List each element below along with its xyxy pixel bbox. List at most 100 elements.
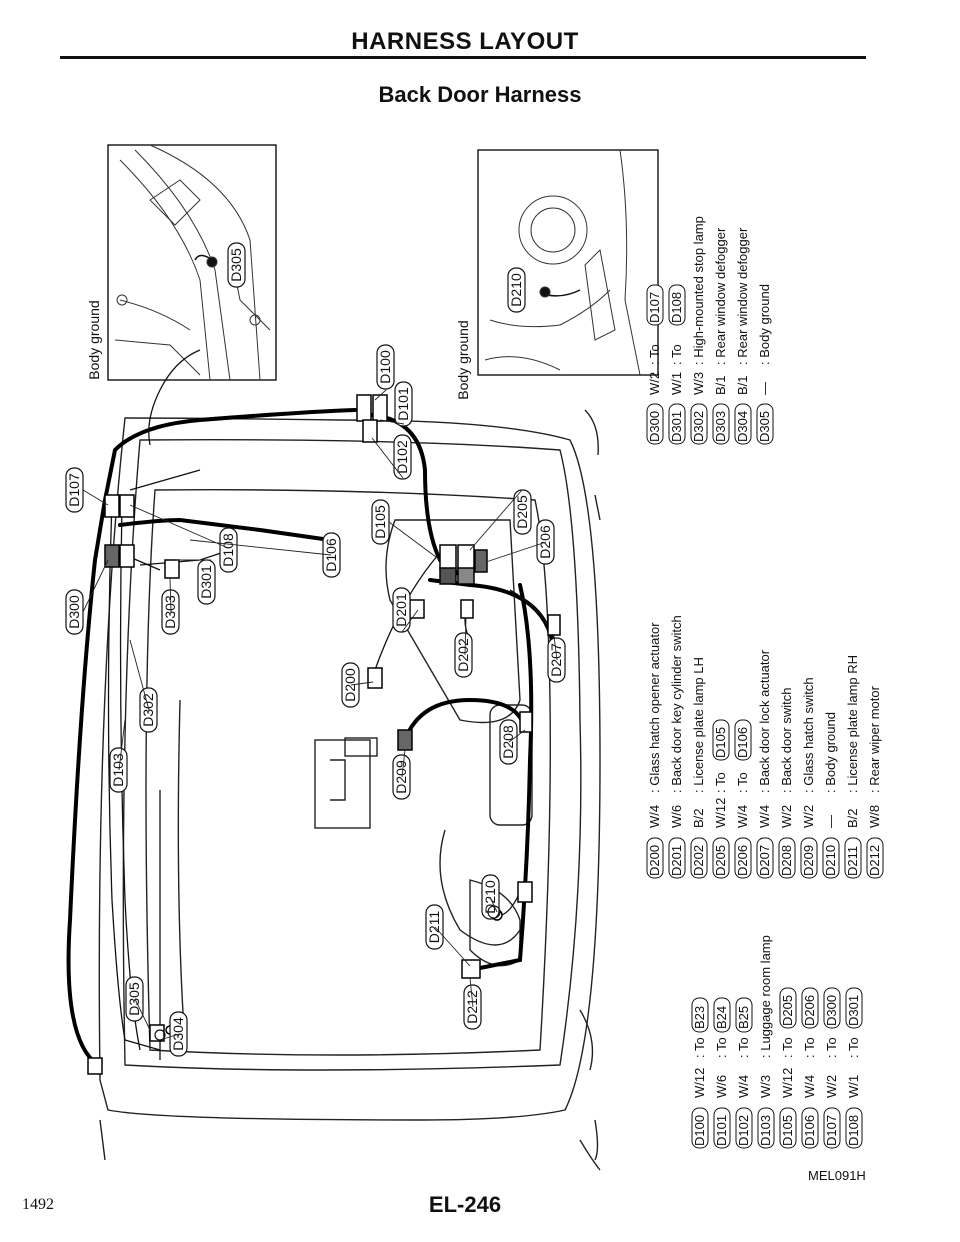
legend-spec: W/12 xyxy=(713,798,728,828)
legend-spec: W/4 xyxy=(757,805,772,828)
legend-desc: : Back door switch xyxy=(779,688,794,794)
right-inset-label: Body ground xyxy=(455,320,471,399)
page-title: HARNESS LAYOUT xyxy=(351,28,579,55)
legend-spec: W/4 xyxy=(802,1075,817,1098)
legend-spec: W/12 xyxy=(692,1068,707,1098)
ground-symbols xyxy=(154,905,501,1041)
legend-code: D300 xyxy=(647,411,662,442)
callout-text: D300 xyxy=(66,595,82,629)
callout-D210: D210 xyxy=(481,874,500,920)
legend-row: D207 W/4 : Back door lock actuator xyxy=(756,649,774,879)
legend-desc: : To xyxy=(713,772,728,793)
legend-spec: W/4 xyxy=(735,805,750,828)
legend-desc: : To xyxy=(780,1037,795,1058)
legend-ref: B25 xyxy=(736,1006,751,1029)
callout-leaders xyxy=(82,389,558,1041)
legend-desc: : To xyxy=(846,1037,861,1058)
legend-desc: : To xyxy=(802,1037,817,1058)
legend-code: D202 xyxy=(691,845,706,876)
legend-spec: W/8 xyxy=(867,805,882,828)
legend-desc: : License plate lamp LH xyxy=(691,657,706,793)
callout-D212: D212 xyxy=(463,984,482,1030)
figure-code: MEL091H xyxy=(808,1168,866,1183)
legend-row: D303 B/1 : Rear window defogger xyxy=(712,227,730,445)
legend-ref: D105 xyxy=(713,727,728,758)
callout-D105: D105 xyxy=(371,499,390,545)
legend-spec: W/1 xyxy=(669,372,684,395)
legend-desc: : To xyxy=(692,1037,707,1058)
legend-code: D108 xyxy=(846,1115,861,1146)
legend-ref: D300 xyxy=(824,995,839,1026)
callout-text: D212 xyxy=(464,990,480,1024)
legend-row: D105 W/12 : To D205 xyxy=(779,987,797,1149)
legend-ref: D107 xyxy=(647,292,662,323)
legend-code: D303 xyxy=(713,411,728,442)
legend-code: D207 xyxy=(757,845,772,876)
callout-text: D201 xyxy=(393,593,409,627)
legend-spec: W/12 xyxy=(780,1068,795,1098)
legend-code: D107 xyxy=(824,1115,839,1146)
callout-D300: D300 xyxy=(65,589,84,635)
legend-spec: B/1 xyxy=(735,375,750,395)
legend-desc: : High-mounted stop lamp xyxy=(691,216,706,365)
legend-ref: D205 xyxy=(780,995,795,1026)
legend-desc: : Rear wiper motor xyxy=(867,685,882,793)
legend-desc: : To xyxy=(735,772,750,793)
callout-text: D210 xyxy=(508,273,524,307)
callout-text: D101 xyxy=(395,387,411,421)
legend-desc: : Luggage room lamp xyxy=(758,935,773,1058)
callout-D305: D305 xyxy=(227,242,246,288)
callout-text: D108 xyxy=(220,533,236,567)
callout-text: D211 xyxy=(426,911,442,944)
legend-desc: : Rear window defogger xyxy=(735,227,750,365)
legend-row: D300 W/2 : To D107 xyxy=(646,284,664,445)
legend-ref: D206 xyxy=(802,995,817,1026)
title-rule xyxy=(60,56,866,59)
callout-D302: D302 xyxy=(139,687,158,733)
callout-D303: D303 xyxy=(161,589,180,635)
legend-ref: D108 xyxy=(669,292,684,323)
legend-code: D211 xyxy=(845,846,860,876)
door-outline xyxy=(98,409,601,1171)
callout-D210-inset: D210 xyxy=(507,267,526,313)
callout-D202: D202 xyxy=(454,632,473,678)
legend-spec: W/2 xyxy=(647,372,662,395)
legend-desc: : Back door lock actuator xyxy=(757,649,772,793)
callout-text: D302 xyxy=(140,693,156,727)
legend-spec: W/4 xyxy=(647,805,662,828)
legend-code: D200 xyxy=(647,845,662,876)
legend-spec: — xyxy=(823,815,838,828)
legend-spec: B/1 xyxy=(713,375,728,395)
callout-text: D305 xyxy=(126,982,142,1016)
legend-spec: W/1 xyxy=(846,1075,861,1098)
callout-D209: D209 xyxy=(392,754,411,800)
legend-row: D305 — : Body ground xyxy=(756,284,774,445)
callout-D211: D211 xyxy=(425,904,444,950)
legend-code: D304 xyxy=(735,411,750,442)
legend-row: D304 B/1 : Rear window defogger xyxy=(734,227,752,445)
legend-ref: B24 xyxy=(714,1006,729,1029)
legend-desc: : Body ground xyxy=(823,712,838,793)
legend-code: D305 xyxy=(757,411,772,442)
legend-desc: : Back door key cylinder switch xyxy=(669,615,684,793)
legend-code: D105 xyxy=(780,1115,795,1146)
legend-desc: : To xyxy=(669,344,684,365)
page-code: EL-246 xyxy=(428,1192,502,1217)
callout-text: D202 xyxy=(455,638,471,672)
callout-text: D301 xyxy=(198,565,214,599)
callout-D305-door: D305 xyxy=(125,976,144,1022)
callout-text: D209 xyxy=(393,760,409,794)
callout-D101: D101 xyxy=(394,381,413,427)
callout-D205: D205 xyxy=(513,489,532,535)
